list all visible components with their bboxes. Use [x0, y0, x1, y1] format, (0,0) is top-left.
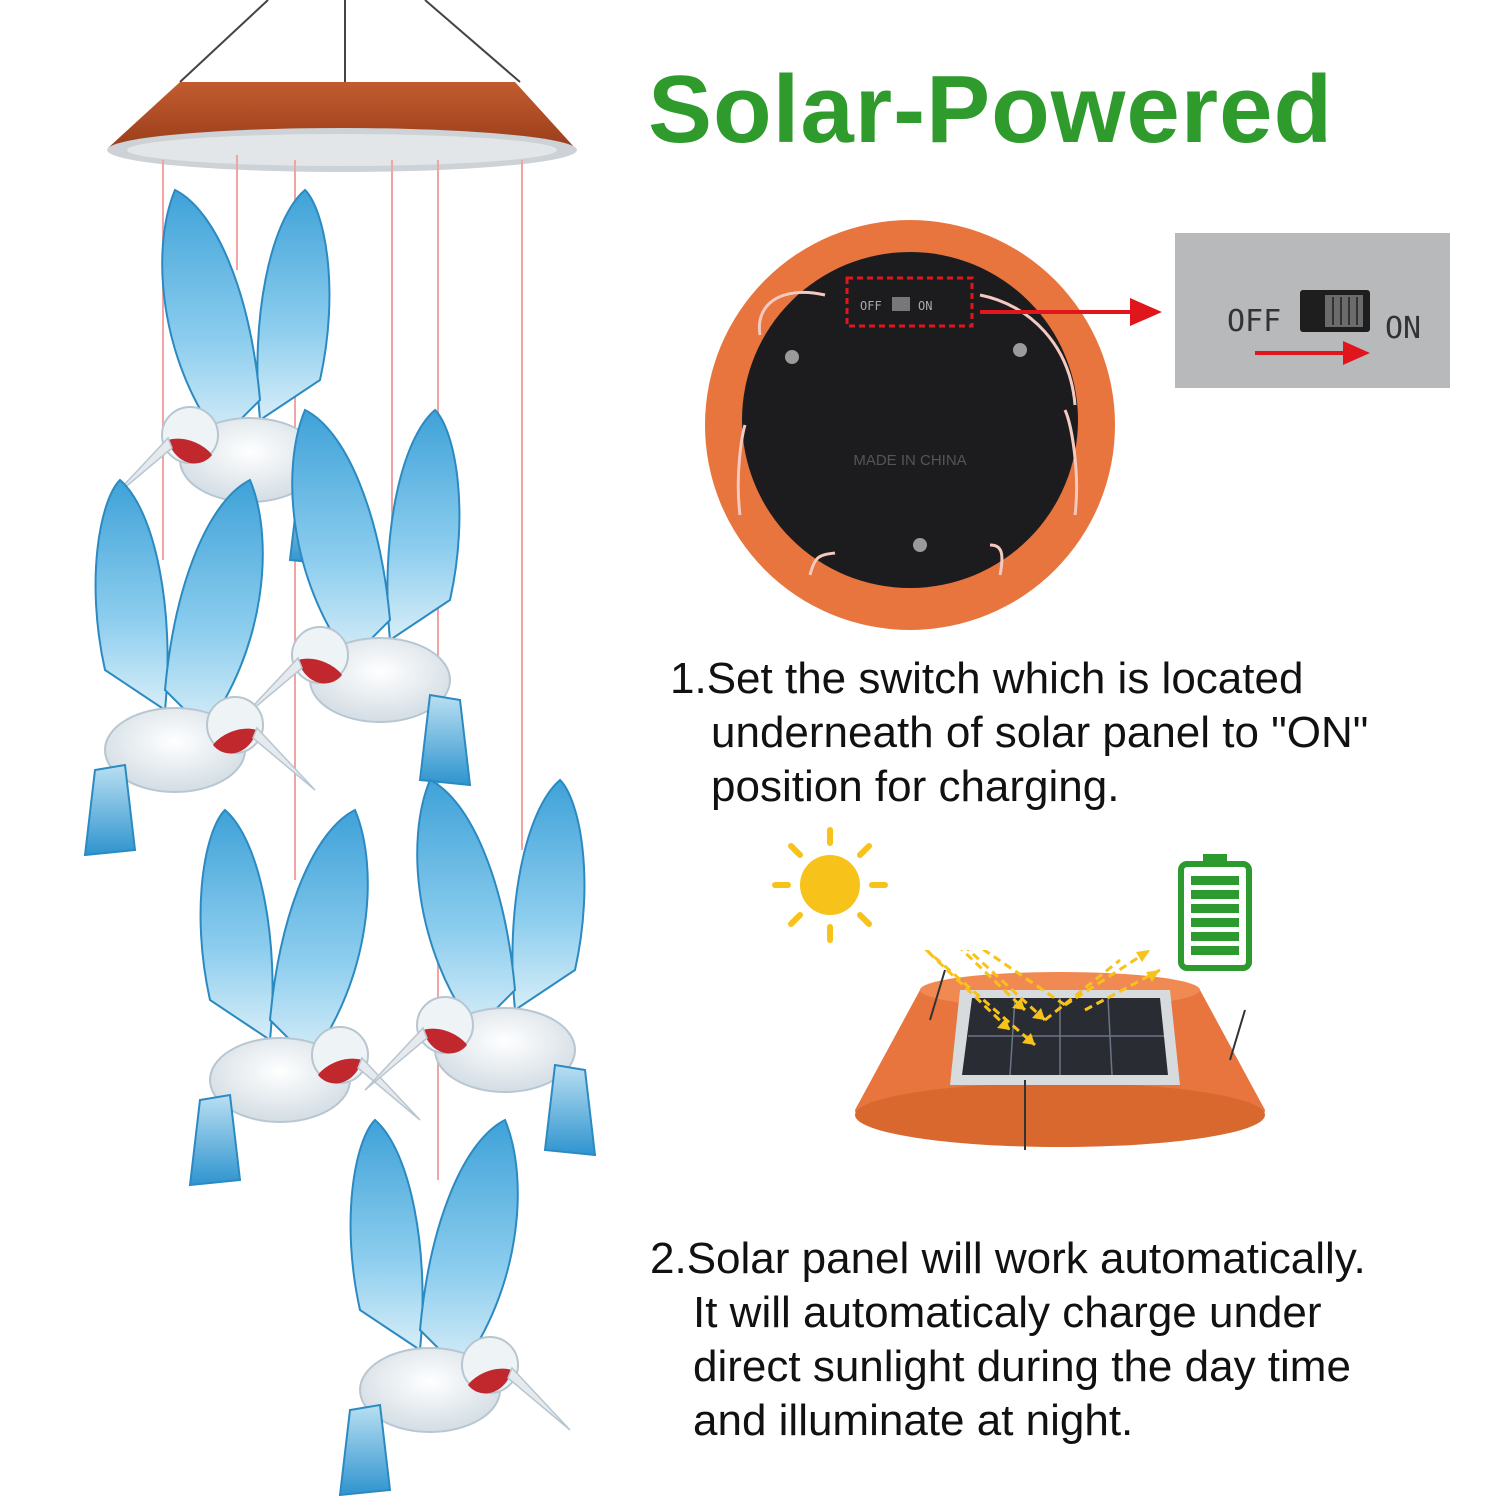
switch-off-label: OFF [1227, 304, 1281, 339]
battery-full-icon [1178, 854, 1252, 971]
switch-on-label: ON [1385, 311, 1421, 346]
zoom-arrow [980, 298, 1162, 326]
step-2-line-1: Solar panel will work automatically. [686, 1234, 1366, 1283]
solar-cap-bottom-photo: OFF ON MADE IN CHINA [705, 220, 1115, 630]
switch-zoom-panel: OFF ON [1175, 233, 1450, 388]
small-switch-on-label: ON [918, 299, 932, 313]
small-switch-off-label: OFF [860, 299, 882, 313]
wind-chime-illustration [84, 0, 596, 1496]
step-1-line-3: position for charging. [711, 762, 1120, 811]
sun-icon [772, 827, 888, 943]
step-1-number: 1. [670, 654, 707, 703]
step-1-text: 1.Set the switch which is located undern… [670, 652, 1368, 814]
step-2-line-2: It will automaticaly charge under [693, 1288, 1322, 1337]
solar-panel-cap-photo [855, 950, 1265, 1150]
step-2-text: 2.Solar panel will work automatically. I… [650, 1232, 1366, 1448]
page-title: Solar-Powered [648, 56, 1334, 163]
step-2-line-4: and illuminate at night. [693, 1396, 1134, 1445]
made-in-china-marking: MADE IN CHINA [853, 452, 966, 469]
step-1-line-2: underneath of solar panel to "ON" [711, 708, 1369, 757]
step-2-line-3: direct sunlight during the day time [693, 1342, 1351, 1391]
step-1-line-1: Set the switch which is located [706, 654, 1304, 703]
step-2-number: 2. [650, 1234, 687, 1283]
